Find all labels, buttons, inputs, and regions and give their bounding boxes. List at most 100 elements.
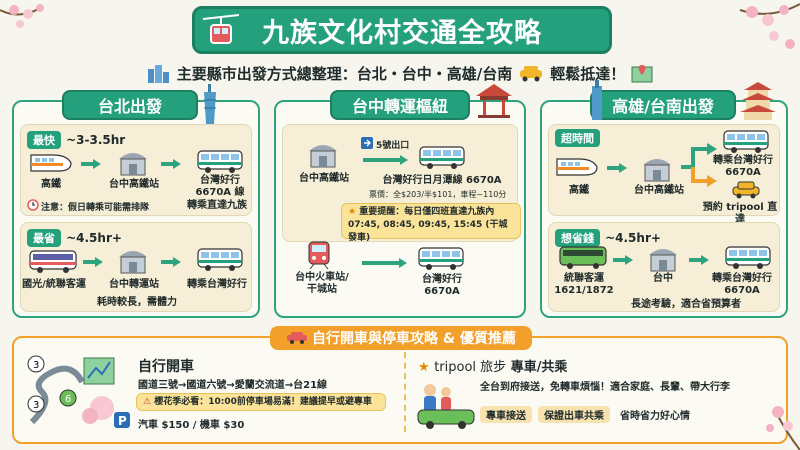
station-icon bbox=[119, 251, 147, 274]
map-pin-icon bbox=[631, 65, 653, 83]
bus-route-label: 台灣好行 6670A bbox=[422, 274, 462, 297]
star-icon: ★ bbox=[418, 360, 430, 375]
cheap-note: 耗時較長，需體力 bbox=[97, 297, 177, 308]
taipei-101-icon bbox=[204, 84, 216, 124]
warning-icon: ⚠ bbox=[143, 397, 152, 407]
taipei-cheap-card: 最省 ~4.5hr+ 國光/統聯客運 台中轉運站 轉乘台灣好行 耗時較長，需體力 bbox=[20, 222, 252, 312]
bus-icon bbox=[419, 146, 465, 169]
kaohsiung-money-card: 想省錢 ~4.5hr+ 統聯客運 1621/1872 台中 轉乘台灣好行 667… bbox=[548, 222, 780, 312]
subtitle-bar: 主要縣市出發方式總整理：台北・台中・高雄/台南 輕鬆抵達！ bbox=[130, 62, 670, 84]
step-label: 轉乘台灣好行 bbox=[187, 279, 247, 290]
step-label: 台中轉運站 bbox=[109, 279, 159, 290]
pagoda-icon bbox=[740, 82, 776, 120]
pill-private-transfer[interactable]: 專車接送 bbox=[480, 406, 532, 423]
arrow-icon bbox=[689, 255, 709, 265]
arrow-icon bbox=[613, 255, 633, 265]
station-icon bbox=[309, 145, 337, 168]
reminder-line-2: 07:45, 08:45, 09:45, 15:45 (干城發車) bbox=[348, 220, 508, 243]
money-duration: ~4.5hr+ bbox=[605, 231, 661, 245]
sakura-decoration-left bbox=[0, 0, 60, 60]
drive-section bbox=[12, 336, 788, 444]
drive-warning: ⚠ 櫻花季必看：10:00前停車場易滿！建議提早或避專車 bbox=[136, 393, 386, 411]
option-a-label: 轉乘台灣好行 6670A bbox=[713, 155, 773, 178]
svg-text:6: 6 bbox=[65, 394, 71, 405]
drive-title: 自行開車 bbox=[138, 359, 194, 375]
step-label: 統聯客運 1621/1872 bbox=[554, 273, 614, 296]
clock-icon bbox=[27, 199, 39, 211]
subtitle-text: 主要縣市出發方式總整理：台北・台中・高雄/台南 bbox=[176, 64, 513, 83]
branch-arrow-icon bbox=[681, 143, 717, 187]
arrow-icon bbox=[161, 159, 181, 169]
option-b-label: 預約 tripool 直達 bbox=[702, 202, 778, 225]
parking-fee: 汽車 $150 / 機車 $30 bbox=[138, 420, 245, 431]
hsr-train-icon bbox=[30, 154, 72, 172]
car-icon bbox=[520, 66, 543, 82]
fast-duration: ~3-3.5hr bbox=[66, 133, 126, 147]
tower-icon bbox=[592, 80, 602, 120]
arrow-icon bbox=[363, 155, 409, 165]
kaohsiung-time-card: 超時間 轉乘台灣好行 6670A 高鐵 台中高鐵站 預約 tripool 直達 bbox=[548, 124, 780, 225]
drive-section-heading: 自行開車與停車攻略 & 優質推薦 bbox=[270, 326, 532, 350]
coach-bus-icon bbox=[559, 246, 607, 269]
exit-label: 5號出口 bbox=[376, 141, 410, 151]
fast-transfer: 轉乘直達九族 bbox=[187, 200, 247, 211]
step-label: 國光/統聯客運 bbox=[22, 279, 86, 290]
arrow-icon bbox=[83, 257, 103, 267]
pill-shared-ride[interactable]: 保證出車共乘 bbox=[538, 406, 610, 423]
tripool-desc: 全台到府接送，免轉車煩惱！適合家庭、長輩、帶大行李 bbox=[480, 382, 730, 393]
page-title: 九族文化村交通全攻略 bbox=[262, 17, 542, 49]
bus-icon bbox=[197, 150, 243, 173]
taipei-heading: 台北出發 bbox=[62, 90, 198, 120]
kaohsiung-heading: 高雄/台南出發 bbox=[590, 90, 736, 120]
step-label: 台灣好行 6670A 線 bbox=[195, 175, 245, 198]
arrow-icon bbox=[607, 163, 627, 173]
sakura-decoration-bottom bbox=[766, 406, 800, 450]
tripool-tail: 省時省力好心情 bbox=[620, 411, 690, 422]
city-buildings-icon bbox=[147, 65, 169, 83]
time-tag: 超時間 bbox=[555, 129, 600, 147]
cheap-tag: 最省 bbox=[27, 229, 61, 247]
bus-icon bbox=[723, 130, 769, 153]
hsr-train-icon bbox=[556, 158, 598, 176]
station-icon bbox=[119, 153, 147, 176]
money-note: 長途考驗，適合省預算者 bbox=[631, 299, 741, 310]
car-icon bbox=[287, 332, 308, 344]
sakura-decoration-right bbox=[700, 0, 800, 70]
taichung-heading: 台中轉運樞紐 bbox=[330, 90, 470, 120]
fast-note: 注意：假日轉乘可能需排隊 bbox=[41, 203, 150, 213]
subtitle-tail: 輕鬆抵達！ bbox=[550, 64, 626, 83]
train-icon bbox=[308, 241, 330, 270]
svg-text:3: 3 bbox=[33, 360, 39, 371]
fast-tag: 最快 bbox=[27, 131, 61, 149]
reminder-line-1: 重要提醒：每日僅四班直達九族內 bbox=[359, 207, 495, 217]
bus-icon bbox=[418, 247, 464, 270]
svg-text:3: 3 bbox=[33, 400, 39, 411]
tripool-pills: 專車接送 保證出車共乘 省時省力好心情 bbox=[480, 406, 690, 423]
money-tag: 想省錢 bbox=[555, 229, 600, 247]
from-station-label: 台中火車站/ 干城站 bbox=[295, 272, 349, 295]
section-divider bbox=[404, 352, 406, 432]
page-title-banner: 九族文化村交通全攻略 bbox=[192, 6, 612, 54]
road-map-icon: 3 3 6 P bbox=[27, 355, 130, 428]
step-label: 台中高鐵站 bbox=[109, 179, 159, 190]
family-car-icon bbox=[417, 384, 475, 429]
taichung-hsr-card: 台中高鐵站 5號出口 台灣好行日月潭線 6670A 票價：全$203/半$101… bbox=[282, 124, 521, 243]
step-label: 高鐵 bbox=[41, 179, 61, 190]
arrow-icon bbox=[161, 257, 181, 267]
arrow-icon bbox=[81, 159, 101, 169]
step-label: 台中高鐵站 bbox=[634, 185, 684, 196]
from-station-label: 台中高鐵站 bbox=[299, 173, 349, 184]
bus-route-label: 台灣好行日月潭線 6670A bbox=[382, 175, 502, 186]
step-label: 高鐵 bbox=[569, 185, 589, 196]
svg-text:P: P bbox=[118, 414, 127, 428]
taipei-fast-card: 最快 ~3-3.5hr 高鐵 台中高鐵站 台灣好行 6670A 線 注意：假日轉… bbox=[20, 124, 252, 216]
arrow-icon bbox=[362, 258, 408, 268]
exit-sign-icon bbox=[361, 137, 373, 149]
bus-icon bbox=[725, 246, 771, 269]
star-icon: ★ bbox=[348, 207, 357, 217]
tripool-title: ★ tripool 旅步 專車/共乘 bbox=[418, 360, 568, 375]
bus-icon bbox=[197, 248, 243, 271]
station-icon bbox=[649, 249, 677, 272]
reminder-box: ★ 重要提醒：每日僅四班直達九族內 07:45, 08:45, 09:45, 1… bbox=[341, 203, 521, 243]
step-label: 台中 bbox=[653, 273, 673, 284]
